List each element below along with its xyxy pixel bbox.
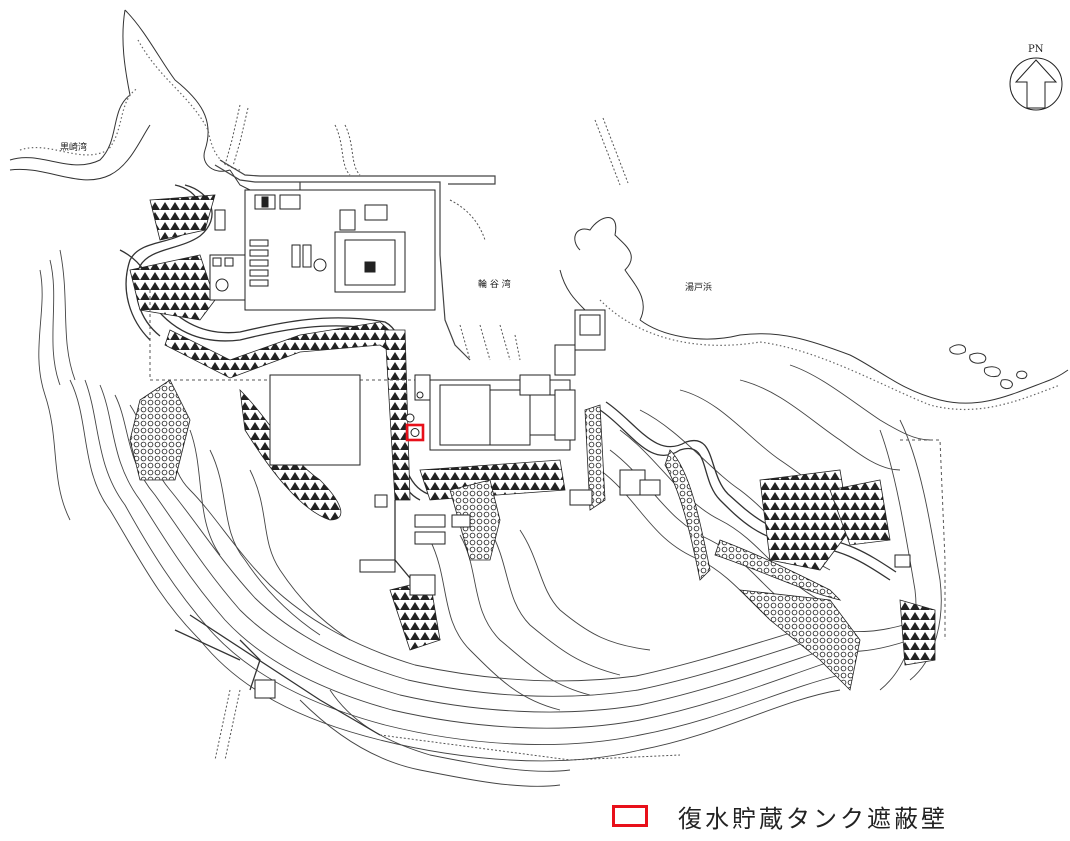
condensate-tank-shield-marker [405,423,425,442]
dotted-pipelines [214,104,681,761]
coastline [9,9,1069,404]
map-legend: 復水貯蔵タンク遮蔽壁 [612,800,948,833]
contour-lines [38,249,942,787]
legend-label: 復水貯蔵タンク遮蔽壁 [678,804,948,833]
islets [949,344,1028,389]
buildings-upper [209,189,436,311]
north-arrow-circle [1009,57,1063,111]
buildings-main [254,309,911,699]
harbor-breakwater [214,159,496,361]
label-kurosaki-bay: 黒崎湾 [60,141,87,153]
north-arrow: PN [1009,44,1063,111]
label-yudo-beach: 湯戸浜 [685,282,712,293]
label-waya-bay: 輪 谷 湾 [478,278,511,290]
north-arrow-label: PN [1028,44,1044,55]
legend-swatch-red-box [612,805,648,827]
arrow-up-icon [1014,59,1058,109]
